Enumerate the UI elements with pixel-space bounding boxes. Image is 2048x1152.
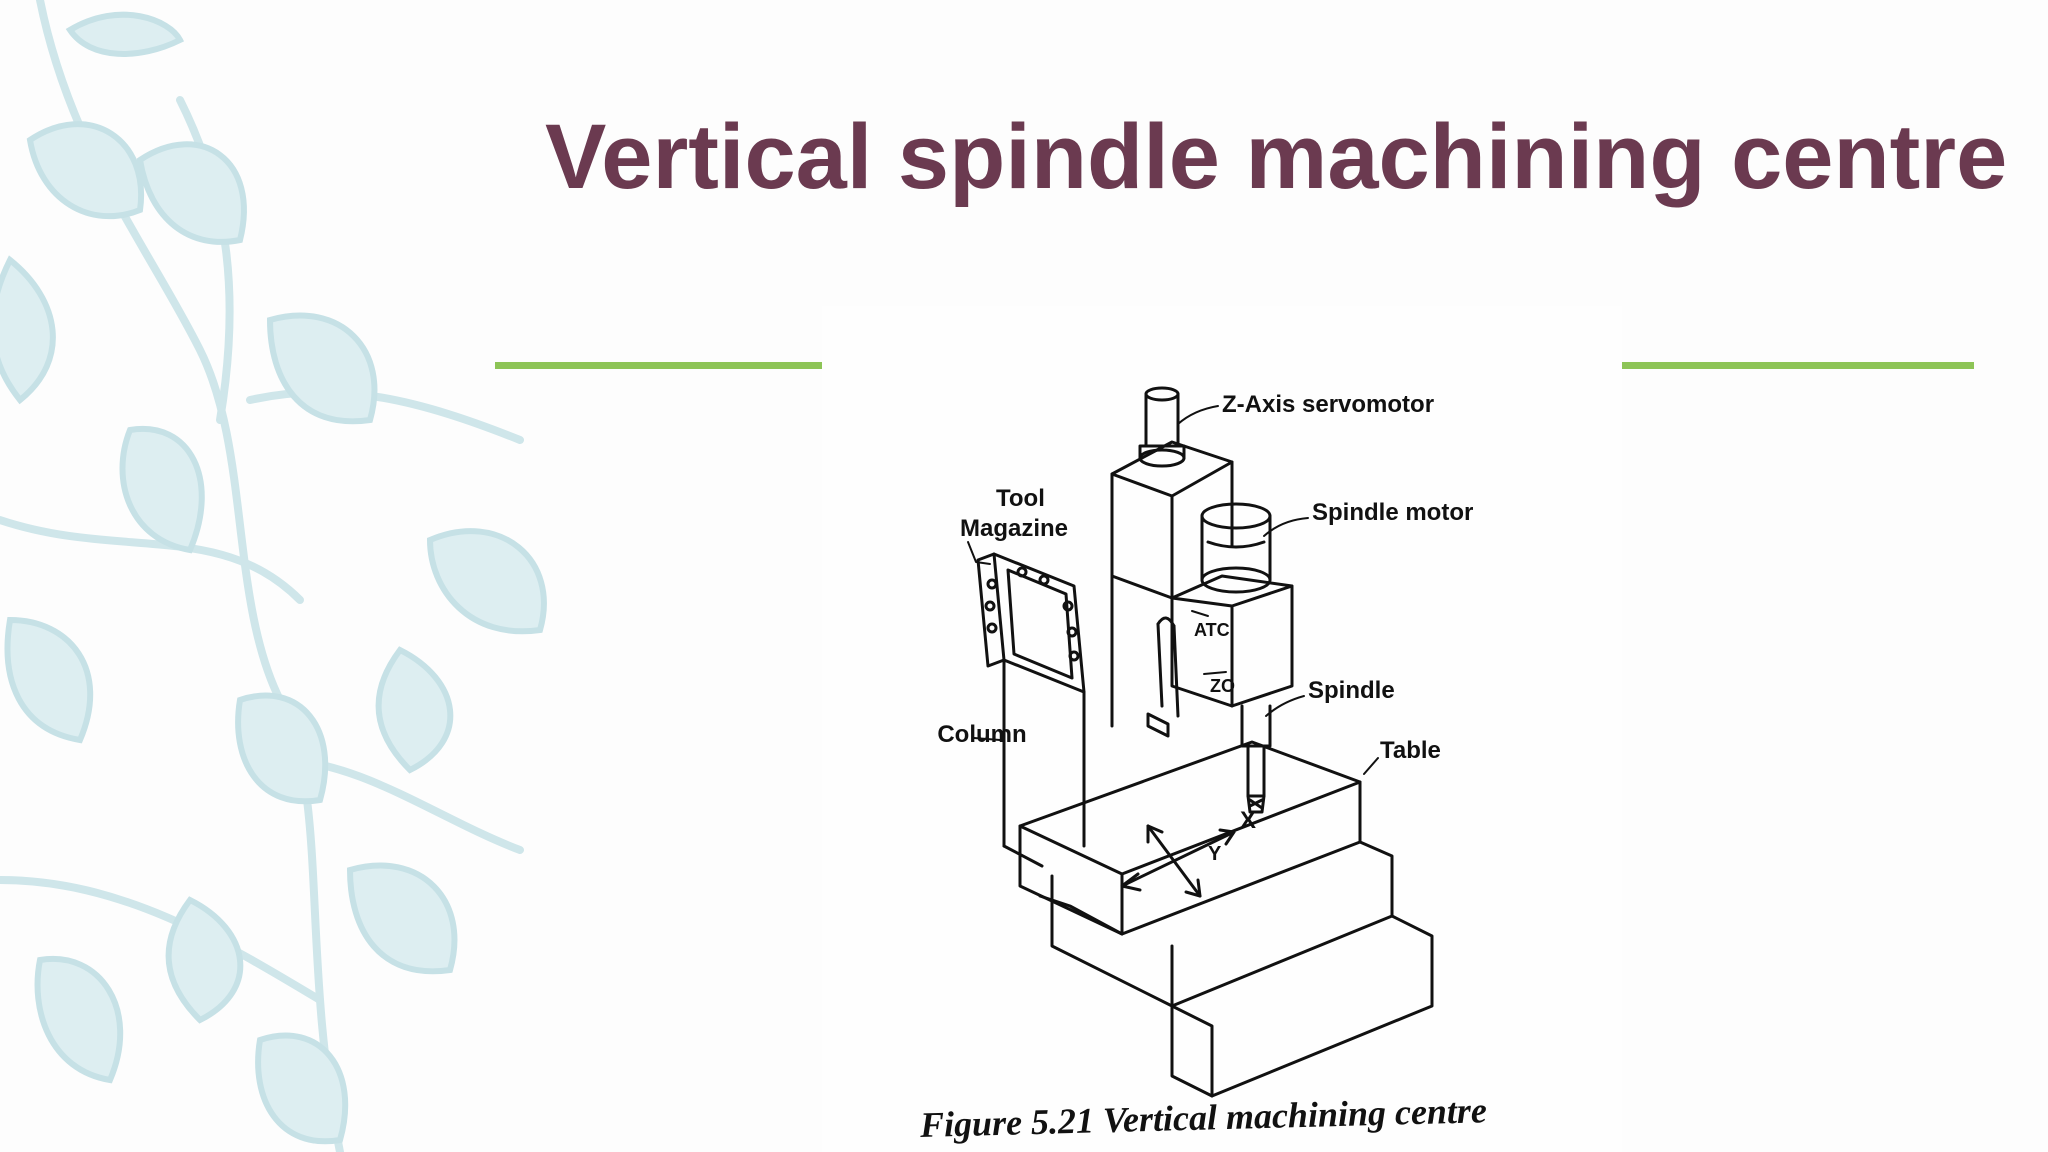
title-underline-right [1622, 362, 1974, 369]
column [1002, 574, 1114, 868]
label-axis-x: X [1240, 807, 1256, 834]
label-spindle: Spindle [1308, 677, 1395, 704]
label-atc: ATC [1194, 620, 1230, 640]
atc-arm [1146, 616, 1180, 738]
figure-panel: Z-Axis servomotor Spindle motor Tool Mag… [822, 306, 1622, 1152]
title-underline-left [495, 362, 825, 369]
label-spindle-motor: Spindle motor [1312, 499, 1473, 526]
spindle-motor [1200, 502, 1272, 594]
label-column: Column [937, 721, 1026, 748]
label-zo: ZO [1210, 676, 1235, 696]
leader-lines [967, 405, 1379, 775]
axis-arrows [1120, 824, 1236, 898]
machining-centre-diagram: Z-Axis servomotor Spindle motor Tool Mag… [937, 386, 1473, 1098]
leaf-vine-ornament [0, 0, 547, 1152]
slide-title: Vertical spindle machining centre [545, 106, 2008, 208]
bed [1038, 840, 1434, 1098]
spindle-housing [1170, 574, 1294, 708]
label-table: Table [1380, 737, 1441, 764]
spindle [1240, 704, 1272, 814]
label-z-axis-servomotor: Z-Axis servomotor [1222, 391, 1434, 418]
label-axis-y: Y [1208, 843, 1222, 865]
label-magazine: Magazine [960, 515, 1068, 542]
label-tool: Tool [996, 485, 1045, 512]
tool-magazine [976, 552, 1086, 694]
